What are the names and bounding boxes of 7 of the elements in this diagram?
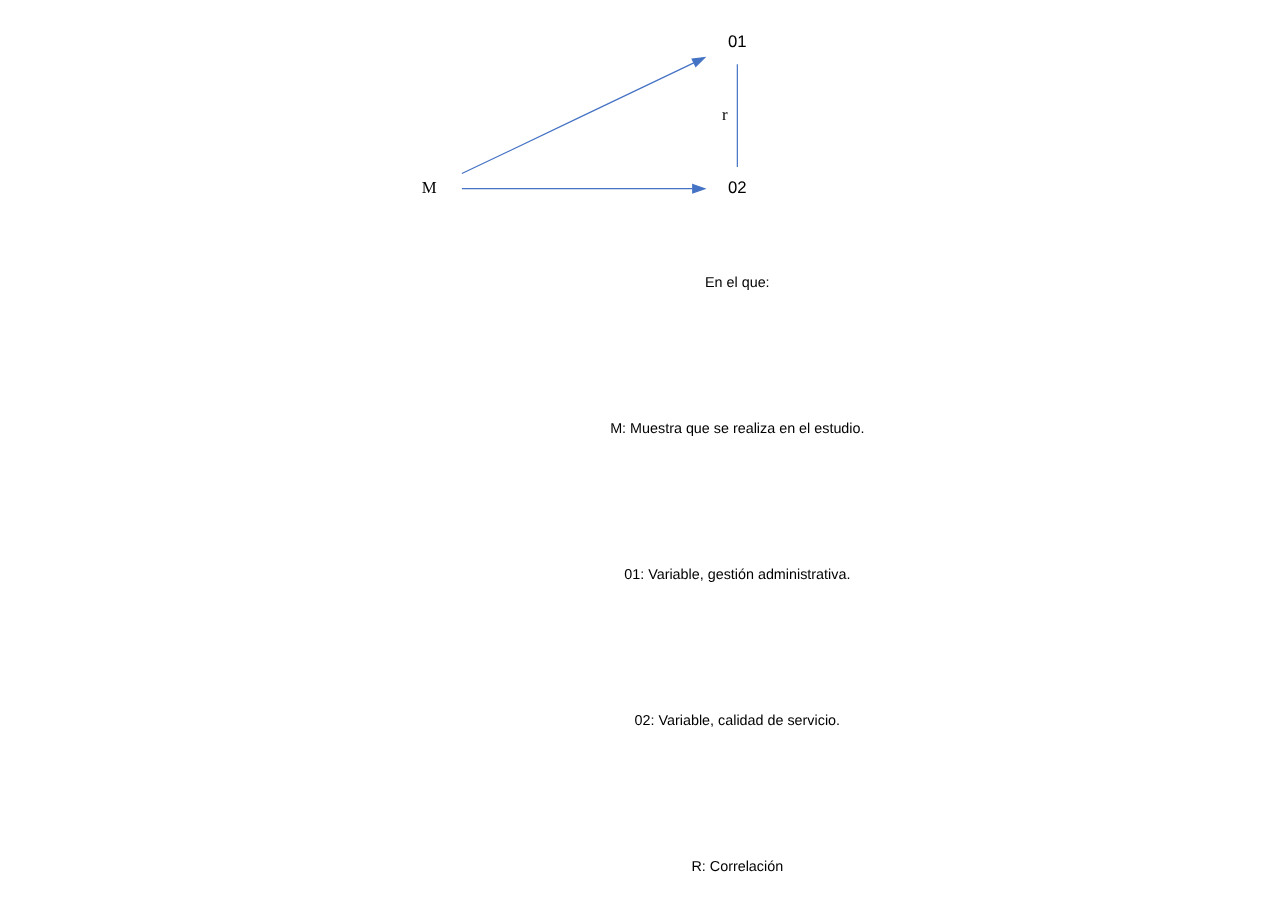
node-text: 01 xyxy=(728,31,747,52)
node-text: M xyxy=(421,179,437,198)
edge-label: r xyxy=(721,106,728,125)
connector xyxy=(736,63,738,168)
node-text: 02 xyxy=(728,177,747,198)
arrow xyxy=(461,183,707,194)
arrow xyxy=(461,56,707,175)
